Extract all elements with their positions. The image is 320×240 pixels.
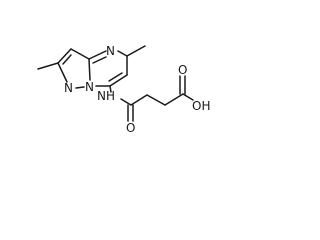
bridgehead-nitrogen-label: N — [85, 80, 94, 94]
bond-acid-c-oh — [182, 93, 194, 101]
amide-oxygen-label: O — [126, 121, 135, 135]
bond-c2-n1 — [57, 62, 68, 83]
bond-layer — [37, 45, 194, 122]
bond-n7a-c3a — [88, 58, 91, 81]
bond-c3a-n4 — [88, 50, 107, 60]
bond-c7-nh — [109, 85, 112, 93]
molecule-canvas: N N N NH O O OH — [0, 0, 258, 148]
bond-c3-c2-inner — [62, 54, 72, 65]
bond-c3a-n4-inner — [92, 56, 107, 64]
bond-nh-carbonyl — [120, 98, 132, 106]
pyrimidine-nitrogen-label: N — [106, 44, 115, 58]
acid-carbonyl-oxygen-label: O — [178, 63, 187, 77]
bond-n1-n7a — [75, 86, 85, 89]
bond-ch2-ch2 — [146, 94, 166, 106]
atom-label-layer: N N N NH O O OH — [64, 44, 210, 135]
bond-c3-c2 — [57, 48, 72, 64]
bond-carbonyl-ch2 — [130, 94, 148, 106]
acid-hydroxyl-label: OH — [192, 99, 210, 113]
pyrazole-nitrogen-label: N — [64, 81, 73, 95]
bond-ch2-acid-c — [164, 93, 184, 106]
structure-drawing: N N N NH O O OH — [37, 44, 210, 135]
bond-n4-c5 — [117, 50, 128, 57]
bond-methyl-2 — [37, 62, 59, 70]
bond-c6-c7 — [109, 74, 128, 87]
bond-methyl-5 — [126, 45, 146, 57]
amide-nh-label: NH — [97, 89, 115, 103]
bond-c6-c7-inner — [108, 72, 123, 82]
bond-c3-c3a — [70, 48, 90, 60]
